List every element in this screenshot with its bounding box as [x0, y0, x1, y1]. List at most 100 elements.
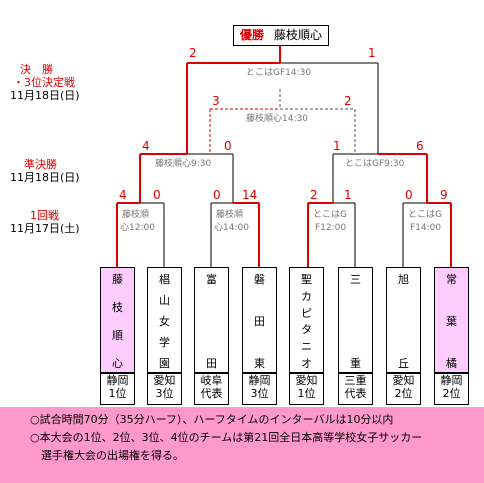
champion-label: 優勝	[240, 28, 265, 42]
r1a-venue-1: 藤枝順	[122, 208, 149, 220]
final-score-right: 1	[368, 46, 376, 60]
team-pref-line1: 静岡	[106, 374, 129, 387]
notes-panel: ○試合時間70分（35分ハーフ）、ハーフタイムのインターバルは10分以内 ○本大…	[0, 407, 484, 483]
team-name-char: 東	[254, 357, 265, 370]
final-label-line1: 決 勝	[20, 63, 53, 76]
team-pref-line2: 代表	[344, 387, 367, 400]
r1c-score-right: 1	[344, 188, 352, 202]
team-name-char: 田	[206, 357, 217, 370]
note-line-3: 選手権大会の出場権を得る。	[30, 449, 184, 462]
r1b-venue-1: 藤枝順	[216, 208, 243, 220]
champion-team: 藤枝順心	[274, 28, 323, 42]
team-box: 磐田東	[242, 267, 277, 373]
team-name-char: 枝	[112, 301, 123, 314]
team-name-char: 藤	[112, 273, 123, 286]
final-score-left: 2	[189, 46, 197, 60]
team-pref-line1: 静岡	[440, 374, 463, 387]
team-name-char: 三	[350, 273, 361, 286]
team-name-char: 園	[159, 357, 170, 370]
r1d-venue-1: とこはG	[408, 209, 442, 220]
r1c-venue-1: とこはG	[313, 209, 347, 220]
team-name-char: 常	[446, 273, 457, 286]
team-prefecture: 三重代表	[338, 373, 373, 405]
team-name-char: 山	[159, 294, 170, 307]
team-name-char: 橘	[446, 357, 457, 370]
team-box: 三重	[338, 267, 373, 373]
team-name-char: タ	[301, 323, 312, 337]
r1d-score-left: 0	[405, 188, 413, 202]
first-date: 11月17日(土)	[10, 222, 80, 235]
team-name-char: ピ	[301, 306, 312, 320]
team-name-char: 重	[350, 357, 361, 370]
semi-left-venue: 藤枝順心9:30	[155, 157, 211, 169]
team-pref-line2: 3位	[250, 387, 269, 400]
team-name-char: カ	[301, 289, 312, 303]
team-pref-line1: 愛知	[392, 374, 415, 387]
team-pref-line2: 2位	[394, 387, 413, 400]
team-name-char: 富	[206, 273, 217, 286]
team-name-char: 女	[159, 315, 170, 328]
note-line-1: ○試合時間70分（35分ハーフ）、ハーフタイムのインターバルは10分以内	[30, 413, 394, 426]
team-name-char: ニ	[301, 340, 312, 354]
r1a-score-right: 0	[153, 188, 161, 202]
team-name-char: 旭	[398, 273, 409, 286]
first-label: 1回戦	[30, 209, 59, 222]
team-pref-line1: 愛知	[153, 374, 176, 387]
team-name-char: 聖	[301, 273, 312, 286]
r1b-score-right: 14	[242, 188, 257, 202]
r1a-score-left: 4	[119, 188, 127, 202]
final-date: 11月18日(日)	[10, 89, 80, 102]
third-score-right: 2	[344, 94, 352, 108]
team-name-char: 学	[159, 336, 170, 349]
team-name-char: 丘	[398, 357, 409, 370]
team-box: 藤枝順心	[100, 267, 135, 373]
team-box: 聖カピタニオ	[289, 267, 324, 373]
team-pref-line2: 1位	[297, 387, 316, 400]
team-name-char: オ	[301, 357, 312, 370]
team-pref-line1: 三重	[344, 374, 367, 387]
team-name-char: 順	[112, 329, 123, 342]
team-pref-line1: 岐阜	[200, 374, 223, 387]
team-name-char: 磐	[254, 273, 265, 286]
team-pref-line2: 2位	[442, 387, 461, 400]
r1d-score-right: 9	[440, 188, 448, 202]
team-pref-line2: 代表	[200, 387, 223, 400]
r1c-venue-2: F12:00	[315, 223, 346, 233]
team-prefecture: 岐阜代表	[194, 373, 229, 405]
semi-right-score-right: 6	[416, 139, 424, 153]
third-score-left: 3	[212, 94, 220, 108]
semi-left-score-right: 0	[224, 139, 232, 153]
team-pref-line2: 1位	[108, 387, 127, 400]
team-name-char: 椙	[159, 273, 170, 286]
team-pref-line2: 3位	[155, 387, 174, 400]
team-pref-line1: 静岡	[248, 374, 271, 387]
team-name-char: 心	[112, 357, 123, 370]
r1c-score-left: 2	[310, 188, 318, 202]
semi-right-score-left: 1	[333, 139, 341, 153]
final-venue: とこはGF14:30	[246, 67, 311, 78]
team-name-char: 田	[254, 315, 265, 328]
team-box: 富田	[194, 267, 229, 373]
third-venue: 藤枝順心14:30	[246, 112, 308, 124]
team-pref-line1: 愛知	[295, 374, 318, 387]
semi-left-score-left: 4	[142, 139, 150, 153]
semi-label: 準決勝	[24, 158, 57, 171]
team-name-char: 葉	[446, 315, 457, 328]
r1b-venue-2: 心14:00	[214, 222, 249, 233]
r1a-venue-2: 心12:00	[120, 222, 155, 233]
team-box: 常葉橘	[434, 267, 469, 373]
note-line-2: ○本大会の1位、2位、3位、4位のチームは第21回全日本高等学校女子サッカー	[30, 431, 423, 444]
team-box: 椙山女学園	[147, 267, 182, 373]
team-box: 旭丘	[386, 267, 421, 373]
r1d-venue-2: F14:00	[410, 223, 441, 233]
final-label-line2: ・3位決定戦	[13, 76, 75, 89]
r1b-score-left: 0	[213, 188, 221, 202]
semi-date: 11月18日(日)	[10, 171, 80, 184]
